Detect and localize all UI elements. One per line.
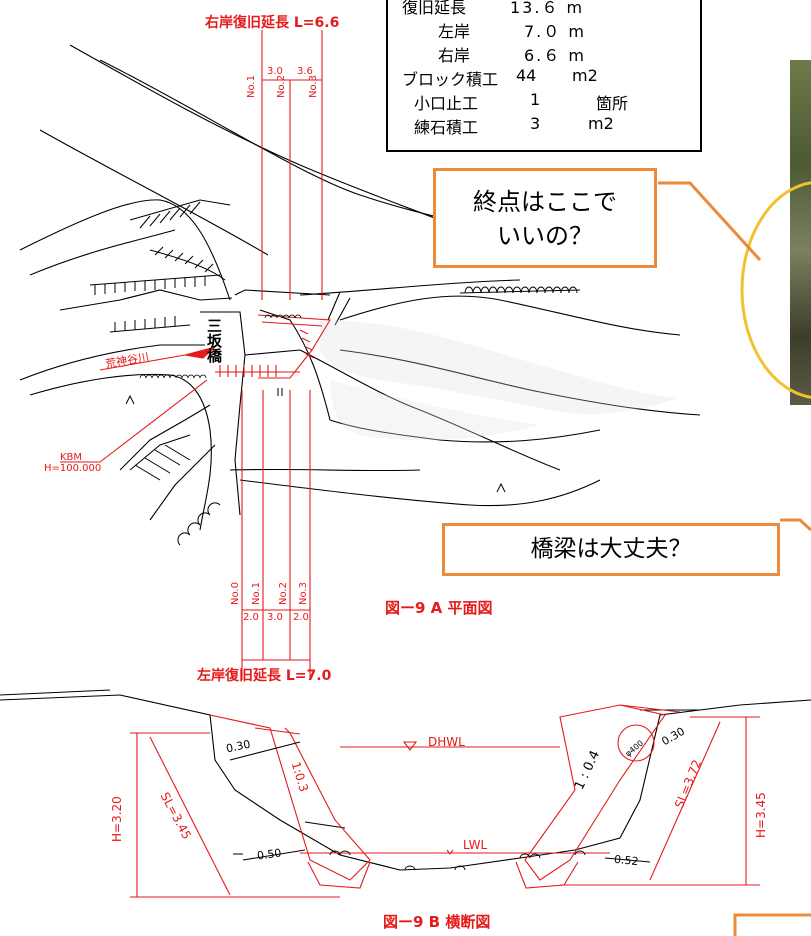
dim-bottom-1: 2.0 bbox=[243, 612, 259, 623]
lwl-label: LWL bbox=[463, 838, 488, 852]
dim-top-2: 3.6 bbox=[297, 66, 313, 77]
summary-row-mortared-stone: 練石積工 3 m2 bbox=[414, 114, 614, 138]
summary-label: ブロック積工 bbox=[402, 70, 499, 89]
station-top-no3: No.3 bbox=[308, 75, 319, 98]
dim-bottom-2: 3.0 bbox=[267, 612, 283, 623]
summary-row-total-length: 復旧延長 13.６ m bbox=[402, 0, 582, 18]
station-bottom-no2: No.2 bbox=[278, 582, 289, 605]
dhwl-label: DHWL bbox=[428, 735, 465, 749]
summary-row-left-bank: 左岸 7.０ m bbox=[438, 18, 584, 42]
kbm-label-1: KBM bbox=[60, 452, 83, 463]
bridge-question-callout: 橋梁は大丈夫？ bbox=[442, 523, 780, 576]
summary-value: 1 bbox=[530, 90, 541, 109]
summary-unit: m2 bbox=[588, 114, 614, 133]
left-height-label: H=3.20 bbox=[110, 796, 124, 842]
endpoint-question-callout: 終点はここで いいの？ bbox=[433, 168, 657, 268]
kbm-label-2: H=100.000 bbox=[44, 463, 102, 474]
callout-text: 橋梁は大丈夫？ bbox=[530, 536, 692, 562]
callout-text-line1: 終点はここで bbox=[473, 188, 617, 216]
cross-section-caption: 図ー9 B 横断図 bbox=[383, 913, 491, 931]
site-photo bbox=[790, 60, 811, 405]
summary-value: 3 bbox=[530, 114, 541, 133]
summary-label: 右岸 bbox=[438, 46, 471, 65]
right-bottom-thickness-label: 0.52 bbox=[613, 852, 640, 869]
summary-label: 復旧延長 bbox=[402, 0, 467, 17]
summary-value: 7.０ m bbox=[524, 22, 586, 41]
right-height-label: H=3.45 bbox=[754, 792, 768, 838]
station-bottom-no3: No.3 bbox=[298, 582, 309, 605]
plan-view-caption: 図ー9 A 平面図 bbox=[385, 599, 493, 617]
bridge-name-label: 三坂橋 bbox=[205, 318, 223, 363]
summary-unit: m2 bbox=[572, 66, 598, 85]
summary-row-block-masonry: ブロック積工 44 m2 bbox=[402, 66, 598, 90]
dim-bottom-3: 2.0 bbox=[293, 612, 309, 623]
callout-text-line2: いいの？ bbox=[497, 222, 593, 250]
summary-row-right-bank: 右岸 6.６ m bbox=[438, 42, 584, 66]
station-top-no1: No.1 bbox=[246, 75, 257, 98]
summary-label: 小口止工 bbox=[414, 94, 479, 113]
summary-unit: 箇所 bbox=[596, 94, 629, 113]
station-top-no2: No.2 bbox=[276, 75, 287, 98]
summary-label: 練石積工 bbox=[414, 118, 479, 137]
left-bank-length-label: 左岸復旧延長 L=7.0 bbox=[197, 668, 332, 684]
summary-row-end-stop: 小口止工 1 箇所 bbox=[414, 90, 628, 114]
summary-value: 6.６ m bbox=[524, 46, 586, 65]
quantity-summary-table: 復旧延長 13.６ m 左岸 7.０ m 右岸 6.６ m ブロック積工 44 … bbox=[386, 0, 702, 152]
dim-top-1: 3.0 bbox=[267, 66, 283, 77]
summary-value: 44 bbox=[516, 66, 537, 85]
summary-label: 左岸 bbox=[438, 22, 471, 41]
station-bottom-no1: No.1 bbox=[251, 582, 262, 605]
station-bottom-no0: No.0 bbox=[230, 582, 241, 605]
summary-value: 13.６ m bbox=[510, 0, 585, 17]
right-bank-length-label: 右岸復旧延長 L=6.6 bbox=[205, 15, 340, 31]
